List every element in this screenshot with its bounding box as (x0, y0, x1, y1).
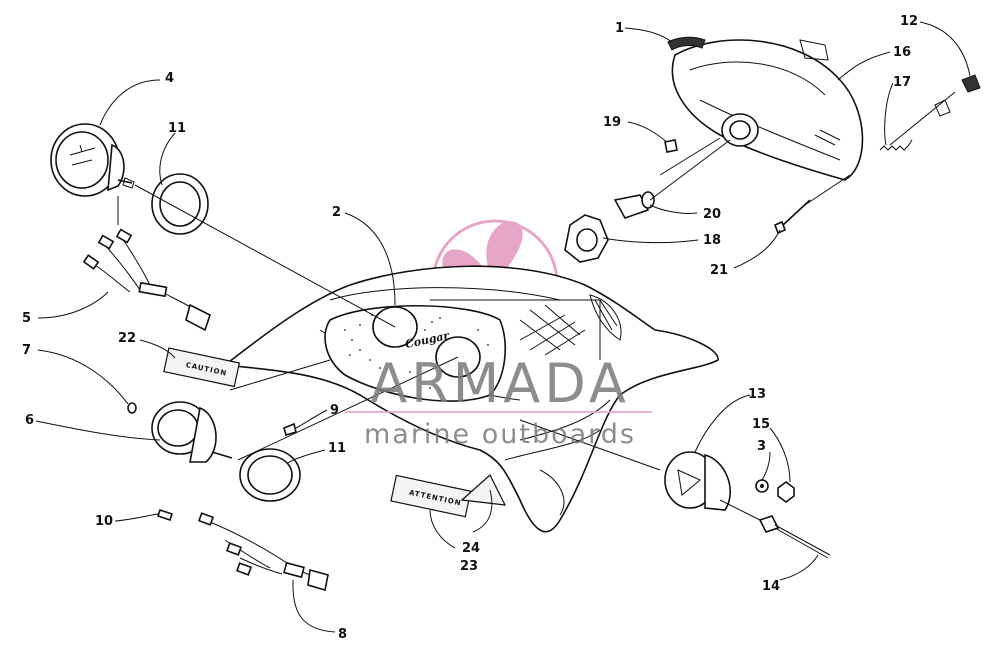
callout-2: 2 (332, 205, 341, 220)
bolt-21 (773, 199, 811, 235)
throttle-cable (758, 515, 831, 559)
callout-5: 5 (22, 311, 31, 326)
bulb-socket-7 (127, 402, 137, 414)
callout-9: 9 (330, 403, 339, 418)
decal-warning-triangle (460, 474, 507, 506)
retaining-ring-18 (564, 214, 609, 263)
nut-15 (777, 481, 795, 503)
callout-4: 4 (165, 71, 174, 86)
adjuster-bracket-12 (961, 74, 981, 93)
callout-10: 10 (95, 514, 113, 529)
assembly-lines (117, 91, 956, 521)
decal-attention: ATTENTION (390, 474, 472, 518)
wiring-harness-upper (82, 228, 211, 332)
gauge-speedometer (50, 123, 135, 197)
screw-19 (664, 139, 678, 153)
callout-12: 12 (900, 14, 918, 29)
washer-3 (755, 479, 769, 493)
watermark-tagline: marine outboards (364, 419, 636, 450)
callout-20: 20 (703, 207, 721, 222)
callout-16: 16 (893, 45, 911, 60)
callout-19: 19 (603, 115, 621, 130)
callout-21: 21 (710, 263, 728, 278)
grip-housing (664, 451, 731, 511)
callout-6: 6 (25, 413, 34, 428)
callout-13: 13 (748, 387, 766, 402)
decal-caution: CAUTION (163, 347, 241, 388)
callout-3: 3 (757, 439, 766, 454)
callout-11-upper: 11 (168, 121, 186, 136)
callout-17: 17 (893, 75, 911, 90)
gauge-tachometer (151, 401, 233, 463)
wiring-harness-lower (197, 512, 329, 592)
callout-24: 24 (462, 541, 480, 556)
callout-22: 22 (118, 331, 136, 346)
headlight-housing (671, 39, 864, 181)
trim-ring-upper (151, 173, 209, 235)
watermark: ARMADA marine outboards (345, 352, 652, 450)
clip-10 (156, 508, 174, 522)
spring-17 (879, 99, 951, 151)
callout-7: 7 (22, 343, 31, 358)
callout-23: 23 (460, 559, 478, 574)
clip-1 (667, 36, 706, 51)
clip-9 (283, 422, 297, 436)
callout-14: 14 (762, 579, 780, 594)
callout-numbers: 1 2 3 4 5 6 7 8 9 10 11 11 12 13 14 15 1… (22, 14, 918, 642)
bulb-20 (613, 191, 655, 219)
callout-15: 15 (752, 417, 770, 432)
callout-1: 1 (615, 21, 624, 36)
callout-11-lower: 11 (328, 441, 346, 456)
callout-18: 18 (703, 233, 721, 248)
callout-8: 8 (338, 627, 347, 642)
trim-ring-lower (239, 448, 301, 502)
console-hood: Cougar (222, 265, 719, 533)
leader-lines (35, 21, 971, 633)
watermark-brand: ARMADA (370, 352, 630, 415)
